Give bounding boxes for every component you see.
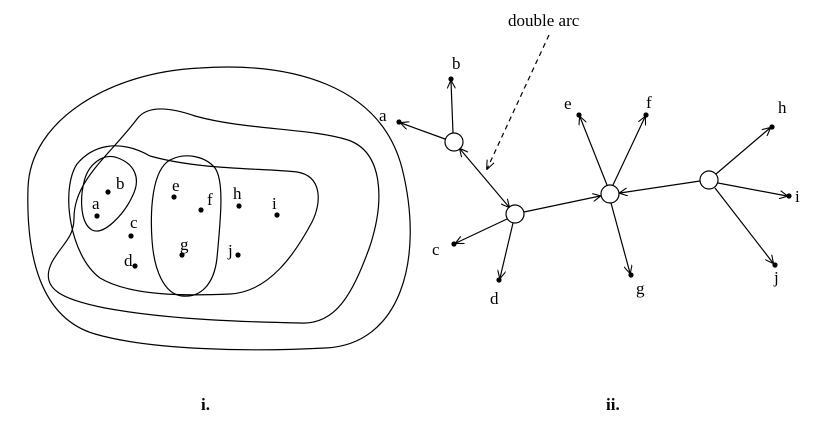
point-i-dot — [274, 212, 280, 218]
edge-hub3-g — [610, 202, 630, 273]
figure-i-caption: i. — [201, 395, 210, 414]
leaf-b-dot — [448, 76, 454, 82]
leaf-i-label: i — [795, 187, 800, 206]
leaf-h-label: h — [778, 98, 787, 117]
leaf-j-dot — [772, 262, 778, 268]
edge-hub1-b — [451, 81, 453, 134]
leaf-e-label: e — [564, 94, 572, 113]
hub-node-4 — [699, 170, 719, 190]
point-d-dot — [132, 263, 138, 269]
point-b-label: b — [116, 174, 125, 193]
leaf-d-label: d — [490, 289, 499, 308]
edge-hub3-f — [612, 117, 645, 186]
point-h-dot — [236, 203, 242, 209]
edge-hub1-a — [401, 123, 446, 140]
double-arc-pointer — [487, 34, 550, 169]
leaf-g-dot — [628, 272, 634, 278]
leaf-a-dot — [396, 119, 402, 125]
edge-hub4-h — [715, 128, 770, 175]
leaf-h-dot — [769, 124, 775, 130]
point-b-dot — [105, 189, 111, 195]
leaf-i-dot — [786, 193, 792, 199]
middle-region — [68, 145, 319, 296]
edge-hub2-hub3 — [523, 196, 600, 213]
point-h-label: h — [233, 184, 242, 203]
figure-ii: double arc — [379, 11, 800, 414]
point-j-label: j — [227, 241, 233, 260]
edge-hub4-i — [717, 182, 787, 196]
edge-hub4-hub3 — [620, 180, 701, 193]
outer-region — [27, 66, 411, 351]
leaf-b-label: b — [452, 54, 461, 73]
point-f-dot — [198, 207, 204, 213]
hub-node-3 — [600, 184, 620, 204]
center-inner-region — [150, 155, 222, 297]
point-d-label: d — [124, 251, 133, 270]
leaf-d-dot — [496, 277, 502, 283]
point-a-label: a — [92, 194, 100, 213]
point-i-label: i — [272, 194, 277, 213]
hub-node-2 — [505, 204, 525, 224]
point-c-label: c — [130, 213, 138, 232]
point-c-dot — [128, 233, 134, 239]
figure-i: a b c d e f g h i j i. — [27, 66, 411, 414]
double-arc-annotation: double arc — [508, 11, 580, 30]
edge-hub3-e — [580, 117, 608, 186]
leaf-f-dot — [643, 112, 649, 118]
edge-hub4-j — [714, 187, 773, 263]
point-g-dot — [179, 252, 185, 258]
edge-hub1-hub2-double-arc — [460, 149, 509, 207]
edge-hub2-d — [500, 222, 514, 278]
point-e-label: e — [172, 176, 180, 195]
leaf-c-dot — [451, 241, 457, 247]
leaf-c-label: c — [432, 240, 440, 259]
figure-ii-caption: ii. — [606, 395, 620, 414]
large-region — [47, 108, 380, 324]
hub-node-1 — [444, 132, 464, 152]
edge-hub2-c — [456, 218, 508, 243]
leaf-j-label: j — [773, 268, 779, 287]
leaf-f-label: f — [646, 93, 652, 112]
left-inner-region — [81, 155, 137, 232]
point-f-label: f — [207, 190, 213, 209]
leaf-e-dot — [576, 112, 582, 118]
point-j-dot — [235, 252, 241, 258]
point-e-dot — [171, 194, 177, 200]
leaf-g-label: g — [636, 279, 645, 298]
leaf-a-label: a — [379, 106, 387, 125]
point-g-label: g — [180, 235, 189, 254]
point-a-dot — [94, 213, 100, 219]
